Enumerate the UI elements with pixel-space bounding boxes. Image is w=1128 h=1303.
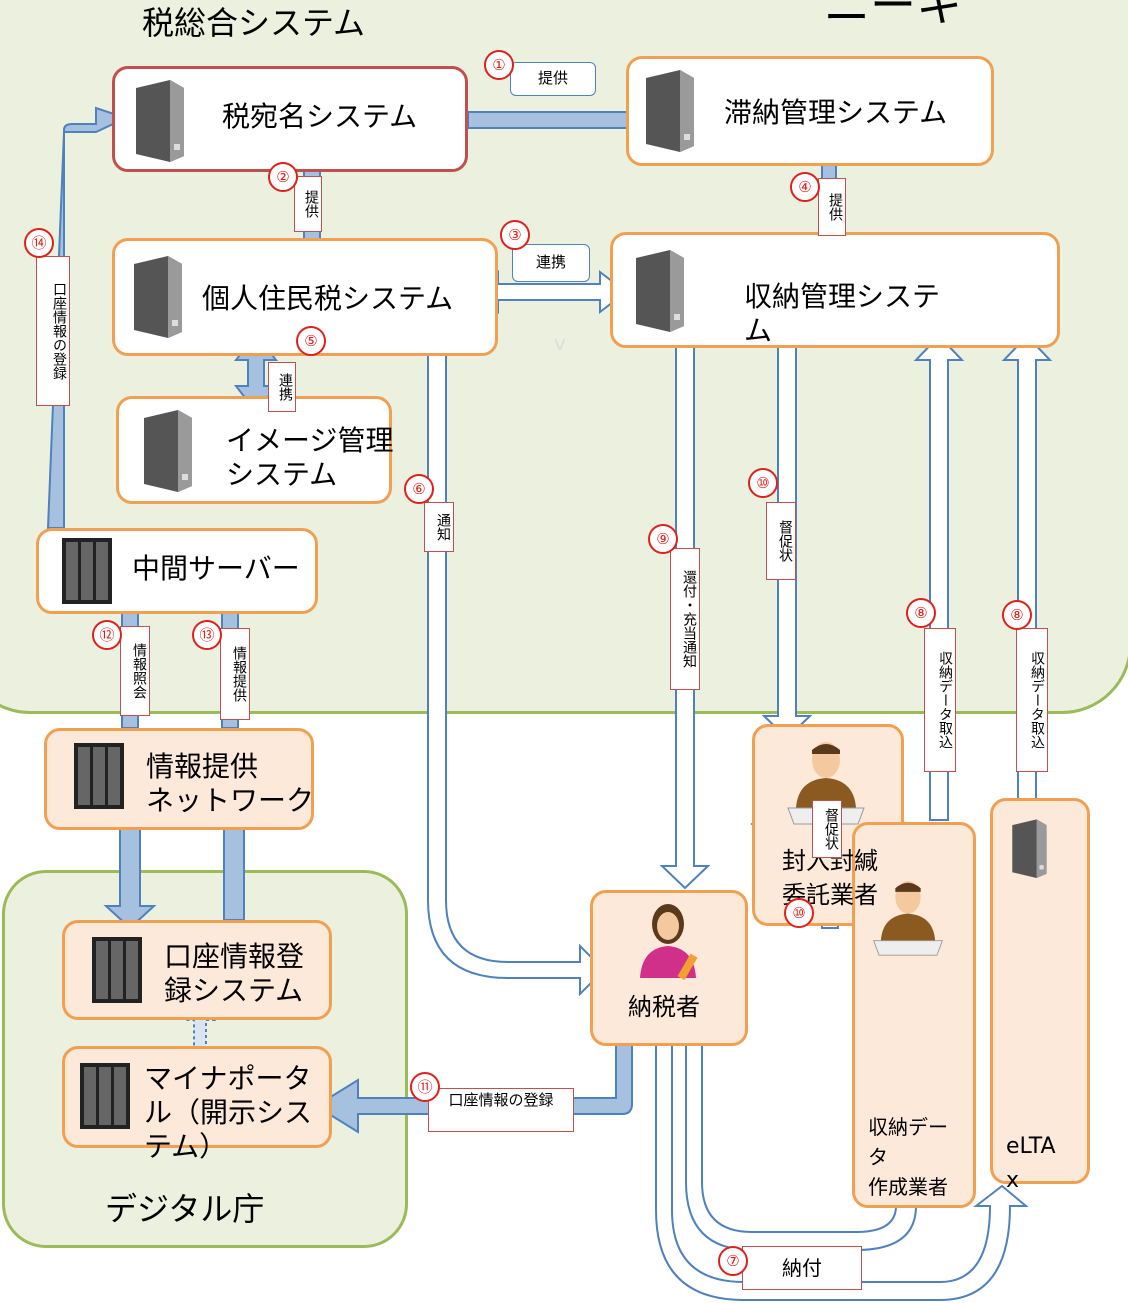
- flow-12-label: 情報照会: [120, 626, 150, 716]
- flow-2-label: 提供: [294, 176, 322, 232]
- fuunyu-label: 封入封緘 委託業者: [782, 847, 878, 909]
- flow-10b-label: 督促状: [812, 800, 842, 858]
- flow-7-label: 納付: [742, 1246, 862, 1290]
- koza-system-box: [62, 920, 332, 1020]
- server-rack-icon: [92, 937, 142, 1003]
- myna-portal-label: マイナポータ ル（開示シス テム）: [144, 1062, 313, 1163]
- server-rack-icon: [74, 743, 124, 809]
- arrow-koza-to-network: [223, 827, 245, 921]
- kojin-system-label: 個人住民税システム: [202, 282, 454, 315]
- step-4-marker: ④: [790, 172, 820, 202]
- shunou-data-label: 収納デー タ 作成業者: [868, 1115, 948, 1199]
- flow-8b-label: 収納データ取込: [1016, 628, 1048, 772]
- contractor-person-icon: [787, 742, 865, 825]
- arrow-7b-nouzeisha-to-eltax: [655, 1043, 1029, 1301]
- nouzeisha-label: 納税者: [628, 993, 700, 1021]
- flow-5-label: 連携: [268, 362, 296, 412]
- step-8b-marker: ⑧: [1002, 600, 1032, 630]
- server-rack-icon: [62, 538, 112, 604]
- step-9-marker: ⑨: [648, 524, 678, 554]
- flow-3-label: 連携: [512, 244, 590, 282]
- tax-system-title: 税総合システム: [142, 4, 366, 42]
- flow-11-label: 口座情報の登録: [428, 1088, 574, 1132]
- step-12-marker: ⑫: [92, 620, 122, 650]
- flow-1-label: 提供: [510, 62, 596, 96]
- arrow-network-to-koza: [103, 827, 157, 930]
- server-rack-icon: [80, 1063, 130, 1129]
- shunou-system-label: 収納管理システ ム: [744, 280, 941, 347]
- step-14-marker: ⑭: [24, 228, 54, 258]
- server-icon: [636, 250, 684, 332]
- step-7-marker: ⑦: [718, 1246, 748, 1276]
- server-icon: [1012, 819, 1047, 878]
- server-icon: [646, 70, 694, 152]
- server-icon: [136, 80, 184, 162]
- step-11-marker: ⑪: [410, 1072, 440, 1102]
- top-right-fragment: ニーキ: [824, 0, 962, 32]
- step-10b-marker: ⑩: [784, 898, 814, 928]
- digital-agency-title: デジタル庁: [105, 1190, 265, 1228]
- tainou-system-label: 滞納管理システム: [724, 96, 948, 129]
- flow-6-label: 通知: [424, 502, 454, 552]
- chukan-server-label: 中間サーバー: [132, 552, 300, 585]
- flow-10a-label: 督促状: [766, 502, 796, 580]
- atena-system-label: 税宛名システム: [222, 100, 418, 133]
- creator-person-icon: [872, 881, 944, 956]
- flow-9-label: 還付・充当通知: [670, 548, 700, 690]
- step-6-marker: ⑥: [404, 474, 434, 504]
- flow-14-label: 口座情報の登録: [36, 256, 70, 406]
- step-13-marker: ⑬: [192, 620, 222, 650]
- eltax-label: eLTA x: [1006, 1134, 1056, 1193]
- taxpayer-person-icon: [640, 904, 698, 980]
- jouhou-network-label: 情報提供 ネットワーク: [146, 750, 315, 817]
- server-icon: [144, 410, 192, 492]
- stray-v-text: v: [554, 331, 566, 355]
- flow-13-label: 情報提供: [220, 628, 250, 720]
- server-icon: [134, 256, 182, 338]
- flow-8a-label: 収納データ取込: [924, 628, 956, 772]
- step-5-marker: ⑤: [296, 326, 326, 356]
- koza-system-label: 口座情報登 録システム: [164, 940, 305, 1007]
- step-1-marker: ①: [484, 50, 514, 80]
- step-2-marker: ②: [268, 162, 298, 192]
- flow-4-label: 提供: [818, 178, 846, 236]
- step-8a-marker: ⑧: [906, 598, 936, 628]
- image-system-label: イメージ管理 システム: [226, 424, 394, 491]
- step-10a-marker: ⑩: [748, 468, 778, 498]
- step-3-marker: ③: [500, 220, 530, 250]
- arrow-6-kojin-to-nouzeisha: [427, 347, 606, 997]
